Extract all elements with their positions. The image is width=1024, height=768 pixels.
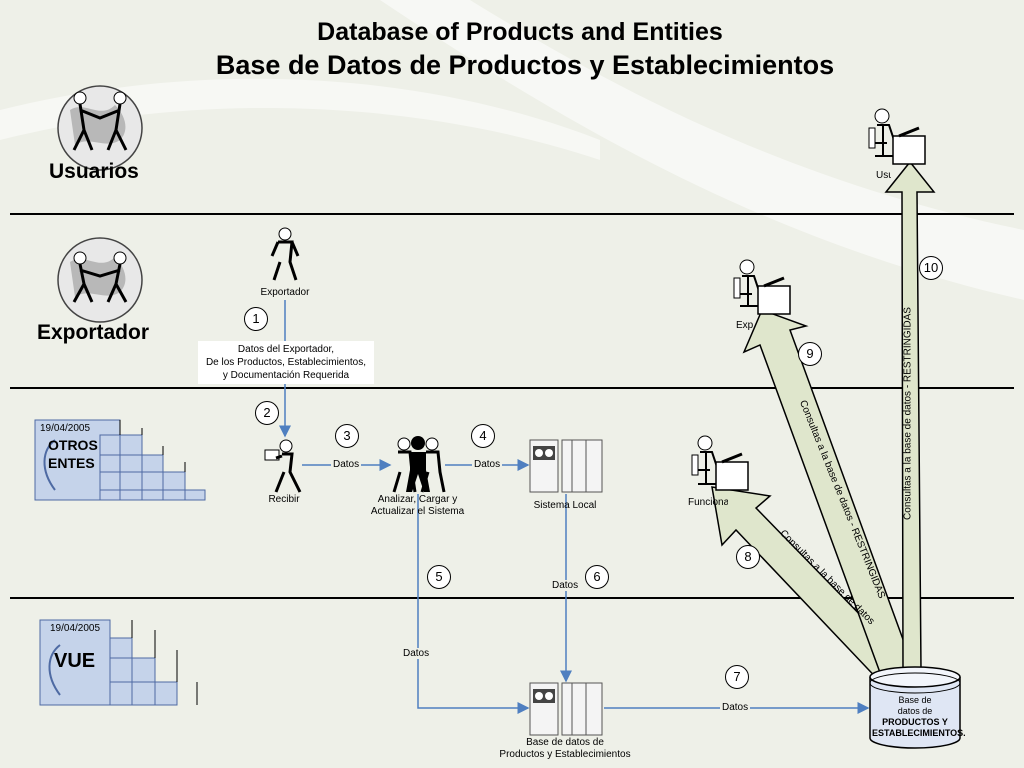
consulta-10-arrow [884,160,936,671]
step-1-badge: 1 [244,307,268,331]
sistema-local-server-icon [529,439,603,493]
step-9-badge: 9 [798,342,822,366]
step-10-badge: 10 [919,256,943,280]
step-8-badge: 8 [736,545,760,569]
base-local-server-icon [529,682,603,736]
title-english: Database of Products and Entities [317,18,723,46]
background-swoosh [380,0,1024,300]
step-7-badge: 7 [725,665,749,689]
step-6-badge: 6 [585,565,609,589]
exportador-person-icon [270,227,300,281]
step-4-badge: 4 [471,424,495,448]
lane-label-exportador: Exportador [37,321,150,344]
stamp-otros-line1: OTROS [48,437,98,453]
flow-4-datos-label: Datos [472,459,503,470]
sistema-local-label: Sistema Local [533,500,597,511]
step-5-badge: 5 [427,565,451,589]
exp-user-label: Exp [736,320,754,331]
title-spanish: Base de Datos de Productos y Establecimi… [215,50,835,80]
recibir-label: Recibir [268,494,300,505]
step-3-badge: 3 [335,424,359,448]
funcionario-computer-user-icon [691,435,749,491]
background-swoosh [0,78,600,160]
funcionario-label: Funcionario [688,497,728,508]
base-local-label: Base de datos de Productos y Establecimi… [499,737,631,760]
stamp-vue-date: 19/04/2005 [50,623,101,634]
flow-6-datos-label: Datos [550,580,581,591]
flow-3-datos-label: Datos [331,459,362,470]
datos-exportador-block: Datos del Exportador, De los Productos, … [198,341,374,384]
step-2-badge: 2 [255,401,279,425]
consulta-10-label: Consultas a la base de datos - RESTRINGI… [902,307,914,520]
analizar-label: Analizar, Cargar y Actualizar el Sistema [370,494,465,517]
flow-5-line [417,494,530,714]
stamp-otros-line2: ENTES [48,455,95,471]
globe-handshake-icon [57,85,143,171]
stamp-vue [39,619,198,706]
database-label: Base de datos de PRODUCTOS Y ESTABLECIMI… [872,695,966,738]
flow-5-datos-label: Datos [401,648,432,659]
exp-computer-user-icon [733,259,791,315]
exportador-label: Exportador [260,287,310,298]
recibir-person-icon [264,439,302,493]
stamp-otros-entes [34,419,206,501]
database-cylinder-icon [869,666,961,749]
stamp-otros-date: 19/04/2005 [40,423,91,434]
top-usuarios-computer-user-icon [868,108,926,165]
globe-handshake-icon [57,237,143,323]
flow-7-datos-label: Datos [720,702,751,713]
lane-label-usuarios: Usuarios [49,160,139,183]
stamp-vue-name: VUE [54,650,96,672]
top-user-label: Usuarios [876,170,891,181]
analysts-group-icon [392,436,446,493]
